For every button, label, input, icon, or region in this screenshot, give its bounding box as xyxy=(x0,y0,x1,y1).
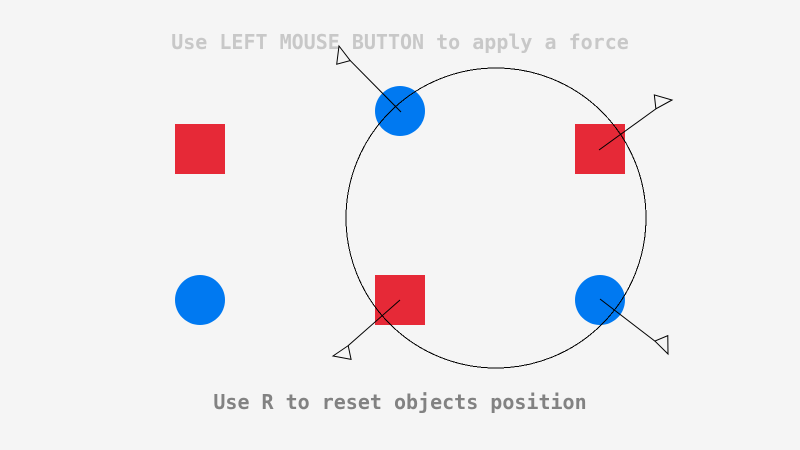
physics-object-square[interactable] xyxy=(175,124,225,174)
force-arrow-head xyxy=(653,94,674,110)
physics-object-circle[interactable] xyxy=(375,86,425,136)
instruction-bottom-text: Use R to reset objects position xyxy=(213,390,587,414)
physics-object-square[interactable] xyxy=(375,275,425,325)
physics-object-circle[interactable] xyxy=(575,275,625,325)
physics-object-square[interactable] xyxy=(575,124,625,174)
force-arrow-head xyxy=(331,344,352,360)
physics-object-circle[interactable] xyxy=(175,275,225,325)
force-arrow-head xyxy=(654,334,669,356)
instruction-top-text: Use LEFT MOUSE BUTTON to apply a force xyxy=(171,30,629,54)
